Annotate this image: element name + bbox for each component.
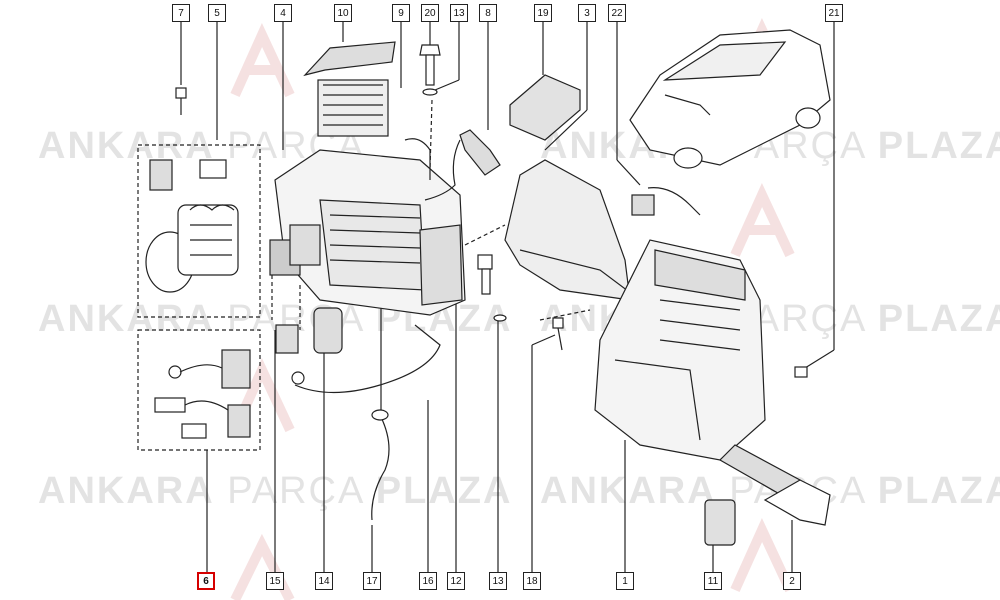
callout-3[interactable]: 3 <box>578 4 596 22</box>
screw-part-7 <box>175 87 187 115</box>
bolt-part-13 <box>477 254 507 322</box>
wiring-part-22 <box>631 187 701 216</box>
callout-12[interactable]: 12 <box>447 572 465 590</box>
clip-part-21 <box>794 366 808 378</box>
callout-14[interactable]: 14 <box>315 572 333 590</box>
callout-7[interactable]: 7 <box>172 4 190 22</box>
watermark-brand: ANKARA <box>38 470 215 512</box>
callout-13-top[interactable]: 13 <box>450 4 468 22</box>
sensor-part-8 <box>424 129 501 201</box>
seal-part-11 <box>704 499 736 546</box>
callout-5[interactable]: 5 <box>208 4 226 22</box>
watermark-brand-2: PLAZA <box>877 125 1000 167</box>
drain-tube-part-17 <box>371 409 390 521</box>
callout-8[interactable]: 8 <box>479 4 497 22</box>
callout-15[interactable]: 15 <box>266 572 284 590</box>
heater-housing-part-1 <box>594 239 766 461</box>
callout-17[interactable]: 17 <box>363 572 381 590</box>
component-part-14 <box>313 307 343 354</box>
callout-9[interactable]: 9 <box>392 4 410 22</box>
cabin-filter-part-9-10 <box>303 41 396 137</box>
callout-16[interactable]: 16 <box>419 572 437 590</box>
callout-4[interactable]: 4 <box>274 4 292 22</box>
callout-19[interactable]: 19 <box>534 4 552 22</box>
watermark-brand: ANKARA <box>38 298 215 340</box>
callout-2[interactable]: 2 <box>783 572 801 590</box>
hose-part-12 <box>294 324 441 394</box>
watermark-row-3: ANKARA PARÇA PLAZA <box>38 470 512 513</box>
callout-20[interactable]: 20 <box>421 4 439 22</box>
watermark-brand-2: PLAZA <box>375 470 513 512</box>
watermark-brand-light: PARÇA <box>227 470 364 512</box>
watermark-brand-2: PLAZA <box>877 470 1000 512</box>
bolt-part-20 <box>419 44 441 96</box>
callout-11[interactable]: 11 <box>704 572 722 590</box>
watermark-brand-2: PLAZA <box>877 298 1000 340</box>
watermark-brand: ANKARA <box>38 125 215 167</box>
car-illustration <box>629 29 831 169</box>
callout-22[interactable]: 22 <box>608 4 626 22</box>
watermark-row-2: ANKARA PARÇA PLAZA <box>38 298 512 341</box>
callout-13-bottom[interactable]: 13 <box>489 572 507 590</box>
air-duct-part-3 <box>504 159 642 306</box>
callout-21[interactable]: 21 <box>825 4 843 22</box>
group-box-resistor <box>137 329 261 451</box>
callout-6[interactable]: 6 <box>197 572 215 590</box>
screw-part-18 <box>552 317 564 351</box>
control-module-part-19 <box>509 74 581 141</box>
blower-motor-part-5 <box>145 159 239 293</box>
watermark-brand: ANKARA <box>540 470 717 512</box>
resistor-group <box>154 349 251 439</box>
component-part-15 <box>275 324 305 385</box>
heater-unit-part-4 <box>269 138 466 316</box>
callout-10[interactable]: 10 <box>334 4 352 22</box>
callout-18[interactable]: 18 <box>523 572 541 590</box>
expansion-valve-part-2 <box>719 444 831 526</box>
callout-1[interactable]: 1 <box>616 572 634 590</box>
